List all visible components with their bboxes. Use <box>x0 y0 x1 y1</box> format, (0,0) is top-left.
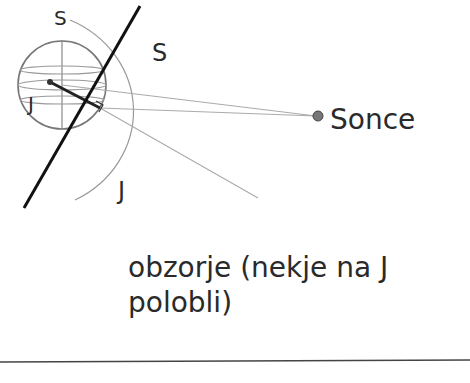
sun-dot <box>313 111 323 121</box>
page-rule <box>0 360 470 362</box>
horizon-line <box>24 6 140 208</box>
right-angle-mark <box>96 101 103 112</box>
sun-ray <box>100 108 316 116</box>
direction-label: S <box>152 38 167 68</box>
earth-center <box>47 79 53 85</box>
sun-label: Sonce <box>330 102 415 137</box>
sun-ray <box>62 85 316 116</box>
direction-label: S <box>54 6 67 31</box>
direction-label: J <box>28 92 34 117</box>
direction-label: J <box>118 176 125 206</box>
parallel <box>20 66 104 74</box>
caption-note: obzorje (nekje na J polobli) <box>128 250 448 320</box>
